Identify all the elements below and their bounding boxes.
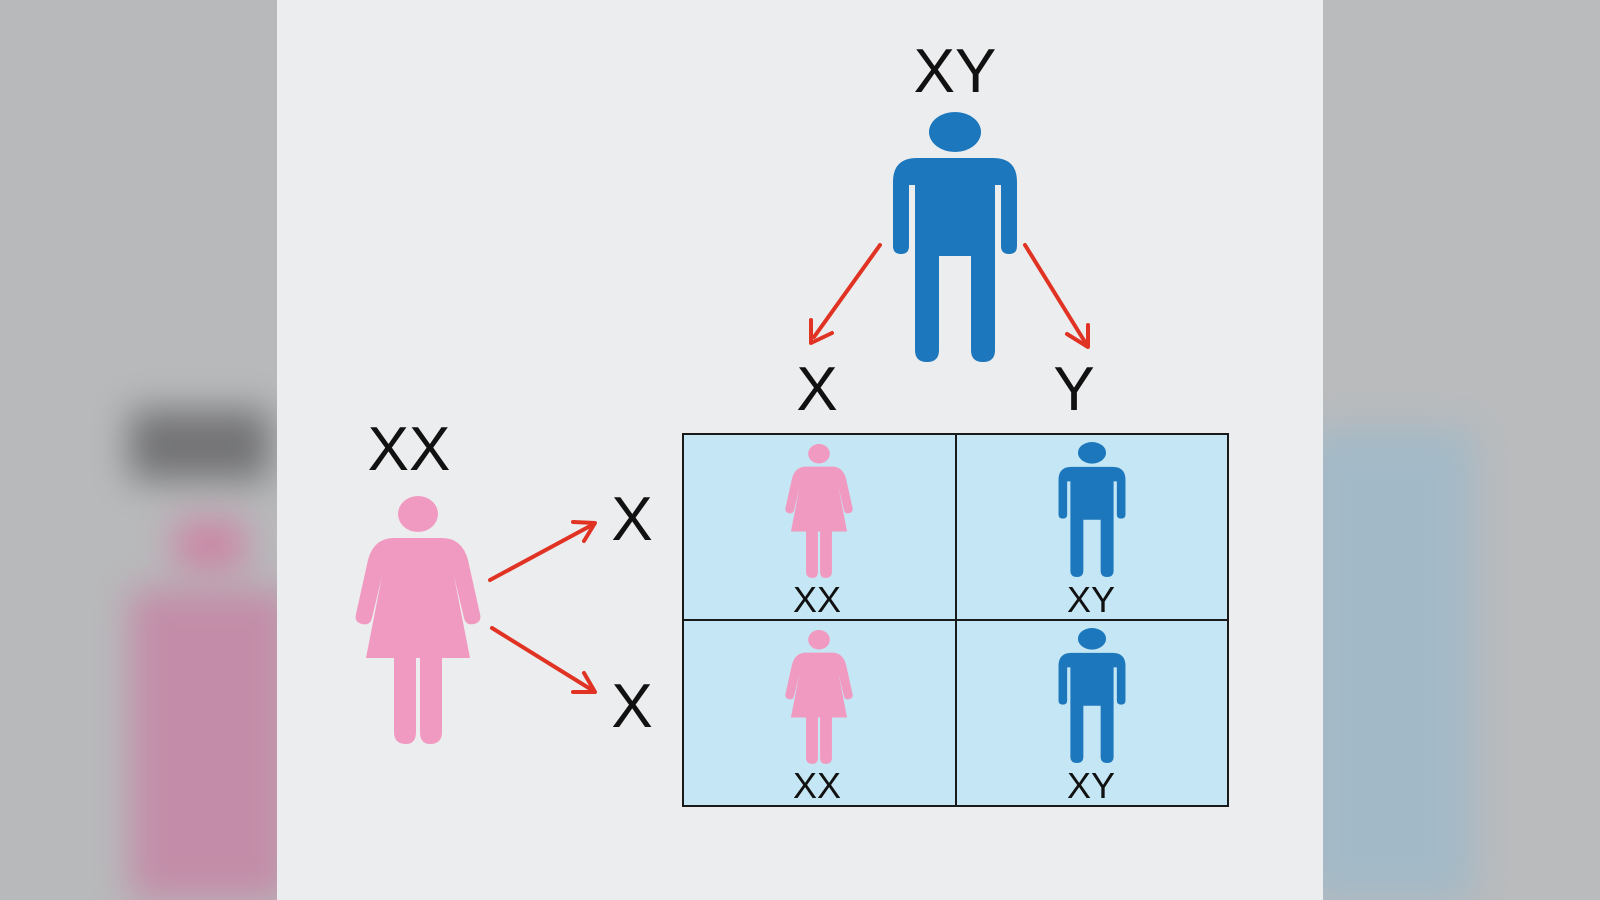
mother-gamete-x-top: X <box>611 485 652 554</box>
cell-genotype: XX <box>793 579 841 620</box>
mother-gamete-x-bottom: X <box>611 672 652 741</box>
punnett-cell-bottom-right: XY <box>1058 628 1126 806</box>
cell-genotype: XY <box>1067 765 1115 806</box>
father-genotype: XY <box>914 37 997 106</box>
mother-genotype: XX <box>368 415 451 484</box>
arrow-father-to-y <box>1023 243 1090 349</box>
cell-genotype: XX <box>793 765 841 806</box>
arrows <box>488 243 1090 694</box>
father-gamete-x: X <box>796 355 837 424</box>
punnett-cell-bottom-left: XX <box>785 630 853 806</box>
blurred-backdrop-left <box>0 0 277 900</box>
arrow-father-to-x <box>809 243 882 345</box>
blurred-backdrop-right <box>1323 0 1600 900</box>
father-figure <box>893 112 1017 364</box>
cell-genotype: XY <box>1067 579 1115 620</box>
punnett-cell-top-left: XX <box>785 444 853 620</box>
mother-figure <box>355 496 481 744</box>
arrow-mother-to-x-top <box>488 520 597 582</box>
punnett-square: XX XY XX XY <box>682 433 1229 807</box>
punnett-cell-top-right: XY <box>1058 442 1126 620</box>
father-gamete-y: Y <box>1053 355 1094 424</box>
arrow-mother-to-x-bottom <box>490 626 597 694</box>
